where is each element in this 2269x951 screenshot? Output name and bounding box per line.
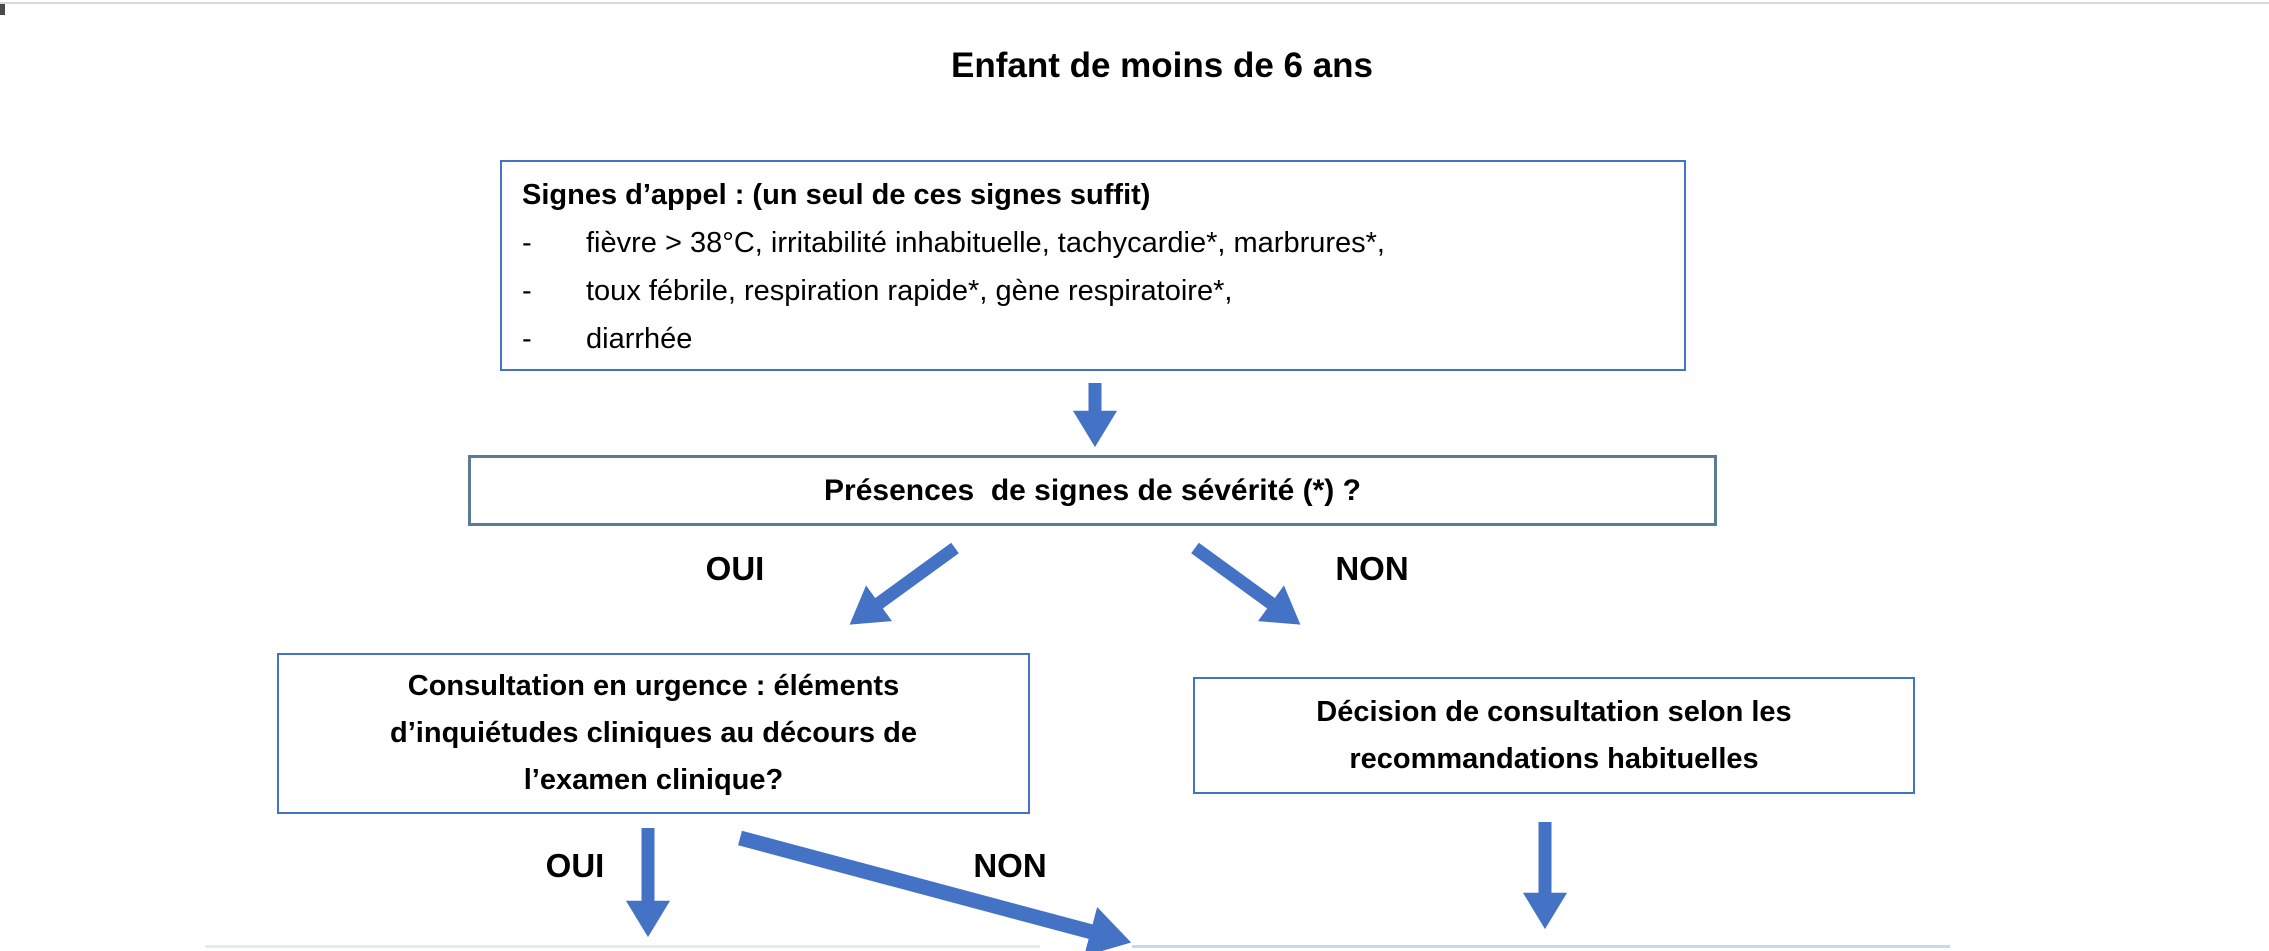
page-title: Enfant de moins de 6 ans <box>950 46 1374 85</box>
diagonal-right-arrow-icon <box>1191 542 1301 625</box>
window-corner-artifact <box>0 4 5 15</box>
decision-box-line: recommandations habituelles <box>1349 742 1759 775</box>
urgent-box-line: Consultation en urgence : éléments <box>407 670 900 702</box>
severity-question-box: Présences de signes de sévérité (*) ? <box>468 455 1717 526</box>
urgent-consultation-box: Consultation en urgence : éléments d’inq… <box>277 653 1030 814</box>
cutoff-box-top-left <box>205 945 1040 948</box>
severity-yes-label: OUI <box>705 550 765 587</box>
severity-no-label: NON <box>1335 550 1409 587</box>
signs-of-concern-box: Signes d’appel : (un seul de ces signes … <box>500 160 1686 371</box>
window-top-edge <box>0 2 2269 4</box>
urgent-box-line: l’examen clinique? <box>523 764 784 796</box>
urgent-no-label: NON <box>973 847 1047 884</box>
signs-item-text: diarrhée <box>586 323 693 355</box>
urgent-yes-label: OUI <box>545 847 605 884</box>
decision-box-line: Décision de consultation selon les <box>1316 695 1792 728</box>
standard-decision-box: Décision de consultation selon les recom… <box>1193 677 1915 794</box>
bullet-dash: - <box>522 275 532 307</box>
signs-box-heading: Signes d’appel : (un seul de ces signes … <box>522 179 1151 211</box>
cutoff-box-top-right <box>1132 945 1950 948</box>
bullet-dash: - <box>522 323 532 355</box>
urgent-box-line: d’inquiétudes cliniques au décours de <box>390 717 917 749</box>
signs-list-item: - toux fébrile, respiration rapide*, gèn… <box>522 267 1666 315</box>
signs-item-text: toux fébrile, respiration rapide*, gène … <box>586 275 1233 307</box>
signs-list-item: - fièvre > 38°C, irritabilité inhabituel… <box>522 219 1666 267</box>
signs-item-text: fièvre > 38°C, irritabilité inhabituelle… <box>586 227 1385 259</box>
diagonal-left-arrow-icon <box>849 542 959 625</box>
severity-question-text: Présences de signes de sévérité (*) ? <box>824 473 1361 507</box>
bullet-dash: - <box>522 227 532 259</box>
signs-list-item: - diarrhée <box>522 315 1666 363</box>
